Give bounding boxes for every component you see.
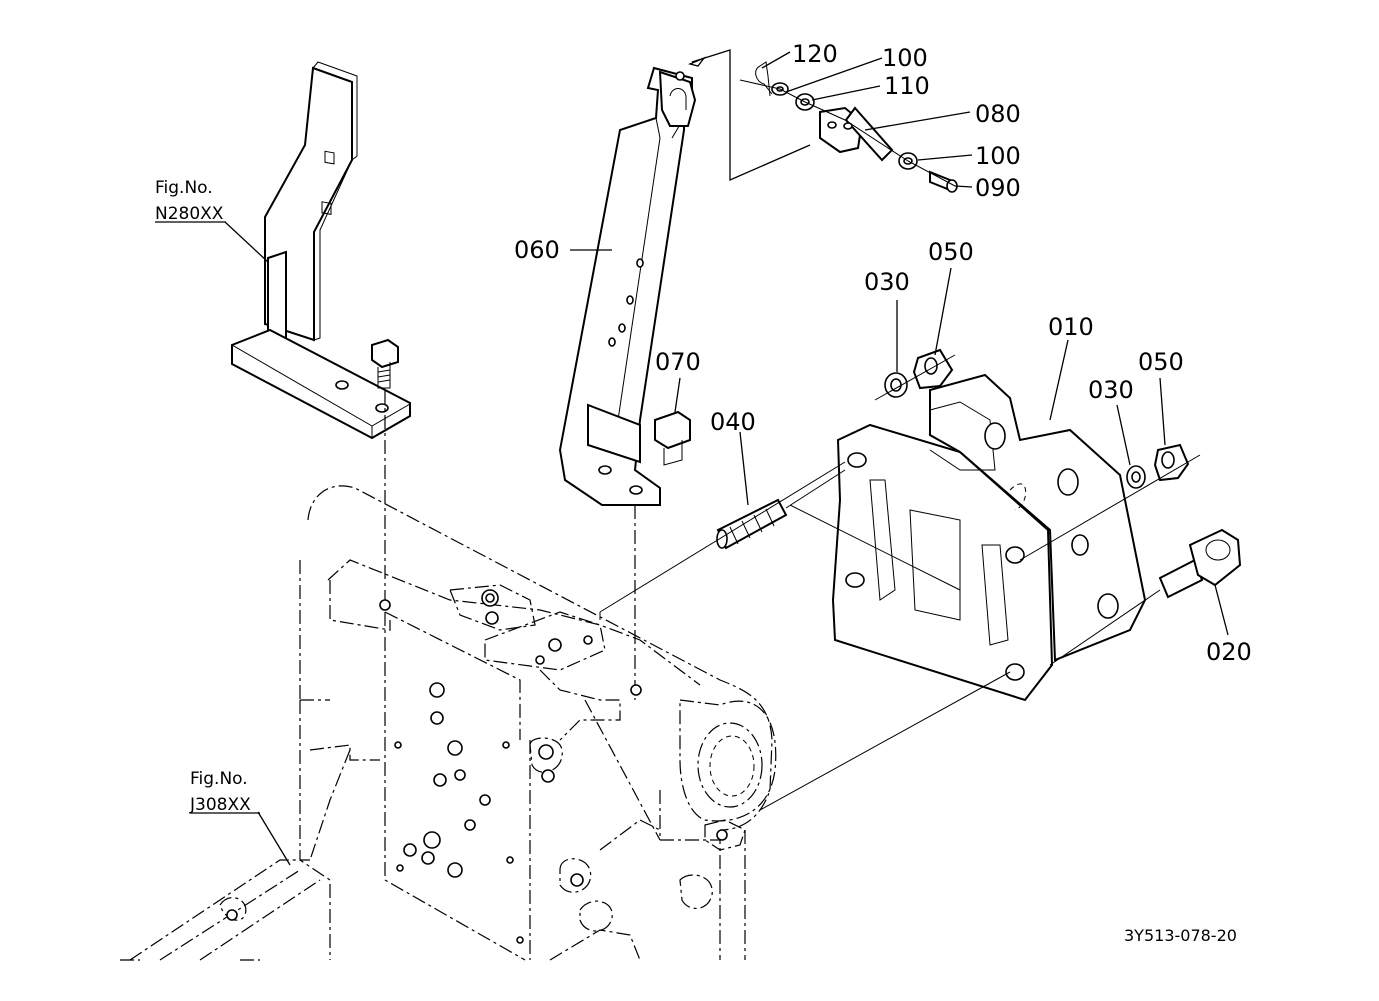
stud-040	[716, 498, 788, 550]
nut-washer-lower	[1126, 443, 1190, 489]
fig-ref-n280-line2: N280XX	[155, 204, 224, 224]
part-label-030-upper: 030	[864, 268, 910, 296]
lever-060	[558, 66, 697, 506]
part-label-060: 060	[514, 236, 560, 264]
part-label-050-upper: 050	[928, 238, 974, 266]
housing-ports	[394, 682, 524, 944]
part-label-090: 090	[975, 174, 1021, 202]
bolt-small	[371, 338, 399, 389]
bolt-070	[654, 410, 691, 466]
part-label-030-lower: 030	[1088, 376, 1134, 404]
drawing-code: 3Y513-078-20	[1124, 926, 1237, 945]
hydraulic-housing	[120, 485, 777, 961]
fig-ref-j308-line2: J308XX	[189, 795, 251, 815]
part-label-010: 010	[1048, 313, 1094, 341]
part-label-100-lower: 100	[975, 142, 1021, 170]
leader-lines	[224, 51, 1229, 866]
valve-plate-010	[831, 373, 1147, 702]
part-label-080: 080	[975, 100, 1021, 128]
part-label-120: 120	[792, 40, 838, 68]
nut-washer-upper	[884, 348, 954, 398]
part-label-050-lower: 050	[1138, 348, 1184, 376]
part-label-040: 040	[710, 408, 756, 436]
part-label-070: 070	[655, 348, 701, 376]
fig-ref-j308-line1: Fig.No.	[190, 769, 248, 789]
dowel-hole	[379, 599, 391, 611]
part-label-110: 110	[884, 72, 930, 100]
fig-ref-n280-line1: Fig.No.	[155, 178, 213, 198]
dowel-hole-2	[630, 684, 642, 696]
bolt-020	[1158, 528, 1242, 599]
part-label-100-upper: 100	[882, 44, 928, 72]
part-label-020: 020	[1206, 638, 1252, 666]
bracket-n280	[231, 61, 411, 440]
